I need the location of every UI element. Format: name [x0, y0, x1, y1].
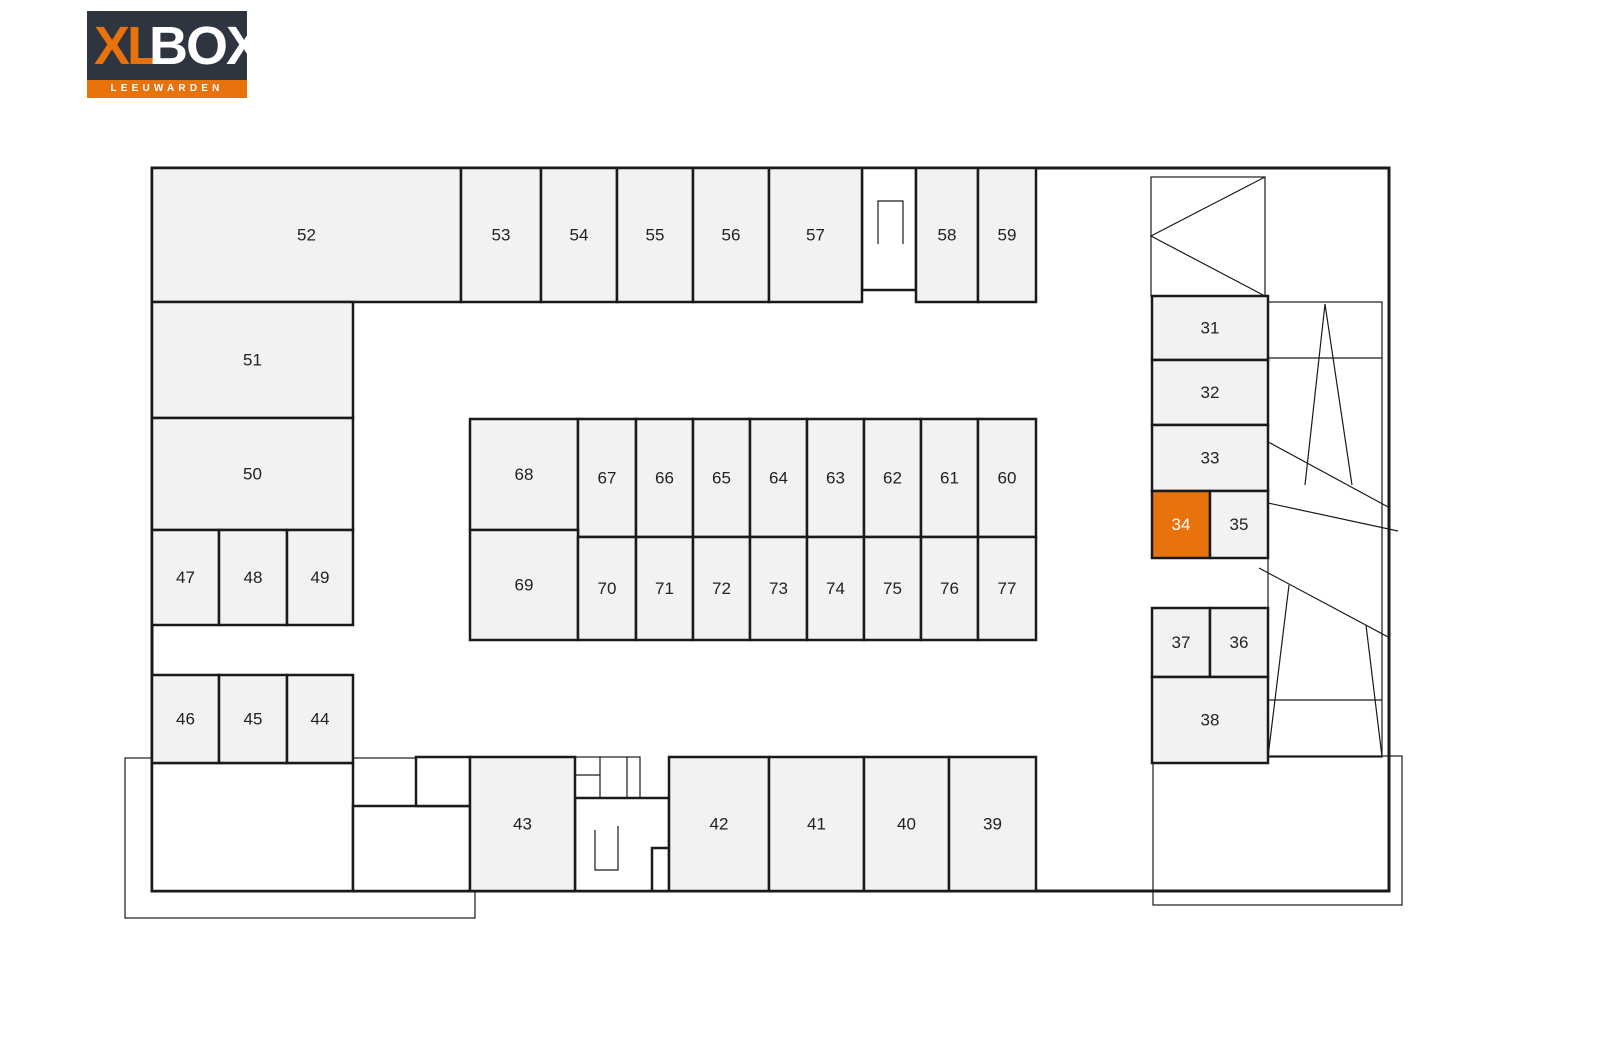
unit-51[interactable]	[150, 300, 355, 420]
unit-68[interactable]	[468, 417, 580, 532]
unit-40[interactable]	[862, 755, 951, 893]
unit-60[interactable]	[976, 417, 1038, 539]
unit-77[interactable]	[976, 535, 1038, 642]
logo-top: XL BOX	[87, 11, 262, 80]
unit-53[interactable]	[459, 166, 543, 304]
logo-xl: XL	[94, 16, 160, 76]
unit-59[interactable]	[976, 166, 1038, 304]
unit-37[interactable]	[1150, 606, 1212, 679]
unit-69[interactable]	[468, 528, 580, 642]
xlbox-logo: XL BOX LEEUWARDEN	[87, 11, 262, 98]
logo-box: BOX	[149, 16, 262, 76]
unit-47[interactable]	[150, 528, 221, 627]
unit-54[interactable]	[539, 166, 619, 304]
unit-76[interactable]	[919, 535, 980, 642]
unit-65[interactable]	[691, 417, 752, 539]
unit-33[interactable]	[1150, 423, 1270, 493]
unit-70[interactable]	[576, 535, 638, 642]
unit-49[interactable]	[285, 528, 355, 627]
unit-72[interactable]	[691, 535, 752, 642]
unit-45[interactable]	[217, 673, 289, 765]
unit-44[interactable]	[285, 673, 355, 765]
unit-74[interactable]	[805, 535, 866, 642]
unit-52[interactable]	[150, 166, 463, 304]
unit-50[interactable]	[150, 416, 355, 532]
unit-46[interactable]	[150, 673, 221, 765]
unit-41[interactable]	[767, 755, 866, 893]
unit-48[interactable]	[217, 528, 289, 627]
unit-34[interactable]	[1150, 489, 1212, 560]
unit-73[interactable]	[748, 535, 809, 642]
unit-63[interactable]	[805, 417, 866, 539]
unit-42[interactable]	[667, 755, 771, 893]
logo-location: LEEUWARDEN	[87, 80, 247, 98]
unit-58[interactable]	[914, 166, 980, 304]
unit-39[interactable]	[947, 755, 1038, 893]
unit-35[interactable]	[1208, 489, 1270, 560]
unit-31[interactable]	[1150, 294, 1270, 362]
unit-66[interactable]	[634, 417, 695, 539]
unit-43[interactable]	[468, 755, 577, 893]
unit-32[interactable]	[1150, 358, 1270, 427]
unit-62[interactable]	[862, 417, 923, 539]
unit-57[interactable]	[767, 166, 864, 304]
unit-71[interactable]	[634, 535, 695, 642]
unit-55[interactable]	[615, 166, 695, 304]
unit-61[interactable]	[919, 417, 980, 539]
unit-38[interactable]	[1150, 675, 1270, 765]
unit-36[interactable]	[1208, 606, 1270, 679]
unit-75[interactable]	[862, 535, 923, 642]
unit-64[interactable]	[748, 417, 809, 539]
unit-67[interactable]	[576, 417, 638, 539]
unit-56[interactable]	[691, 166, 771, 304]
